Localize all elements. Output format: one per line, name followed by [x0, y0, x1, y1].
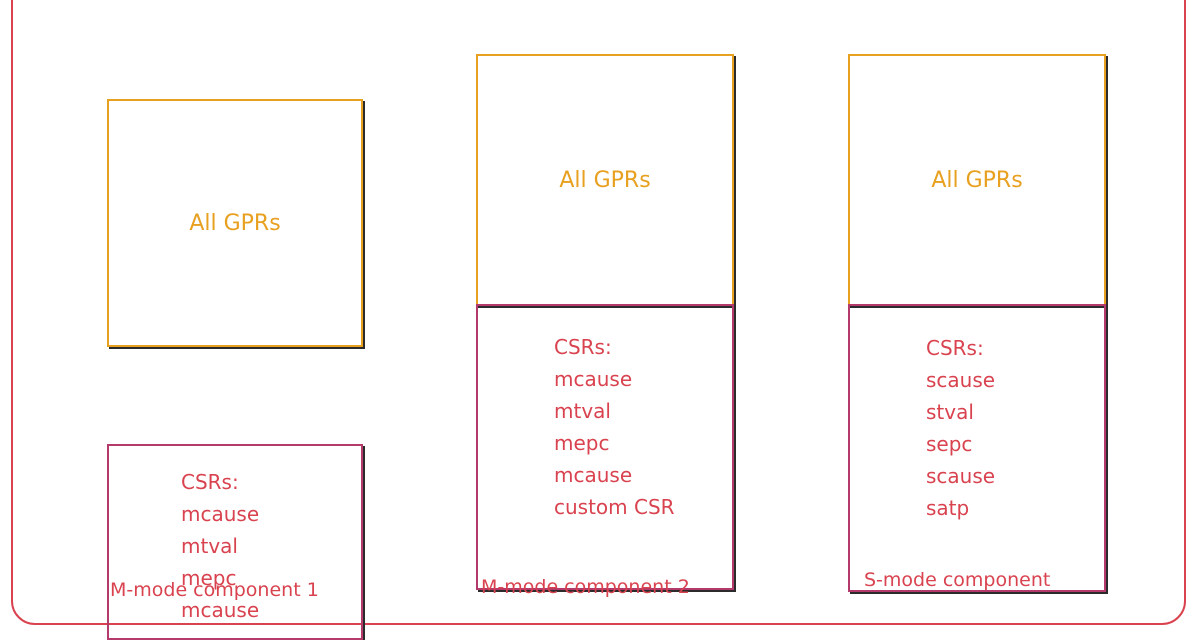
csr-item: mcause: [554, 463, 633, 487]
gpr-label: All GPRs: [931, 167, 1023, 193]
component-caption: M-mode component 2: [481, 576, 690, 598]
csr-item: scause: [926, 368, 996, 392]
csr-list: CSRs: scause stval sepc scause satp: [926, 332, 995, 524]
csr-item: mepc: [554, 431, 610, 455]
csr-box: CSRs: mcause mtval mepc mcause: [107, 444, 363, 640]
csr-item: satp: [926, 496, 970, 520]
csr-item: stval: [926, 400, 974, 424]
csr-heading: CSRs:: [554, 335, 612, 359]
csr-item: mcause: [181, 502, 260, 526]
csr-item: custom CSR: [554, 495, 675, 519]
csr-item: mtval: [554, 399, 611, 423]
csr-item: sepc: [926, 432, 973, 456]
csr-list: CSRs: mcause mtval mepc mcause custom CS…: [554, 331, 675, 523]
component-caption: S-mode component: [864, 569, 1051, 591]
gpr-label: All GPRs: [559, 167, 651, 193]
gpr-box: All GPRs: [107, 99, 363, 347]
csr-box: CSRs: mcause mtval mepc mcause custom CS…: [476, 304, 734, 590]
gpr-label: All GPRs: [189, 210, 281, 236]
component-caption: M-mode component 1: [110, 579, 319, 601]
csr-item: mtval: [181, 534, 238, 558]
outer-frame: [11, 0, 1186, 625]
csr-item: mepc: [181, 566, 237, 590]
csr-box: CSRs: scause stval sepc scause satp: [848, 304, 1106, 592]
csr-item: scause: [926, 464, 996, 488]
csr-list: CSRs: mcause mtval mepc mcause: [181, 466, 259, 626]
gpr-box: All GPRs: [476, 54, 734, 306]
csr-heading: CSRs:: [181, 470, 239, 494]
csr-heading: CSRs:: [926, 336, 984, 360]
csr-item: mcause: [554, 367, 633, 391]
gpr-box: All GPRs: [848, 54, 1106, 306]
csr-item: mcause: [181, 598, 260, 622]
